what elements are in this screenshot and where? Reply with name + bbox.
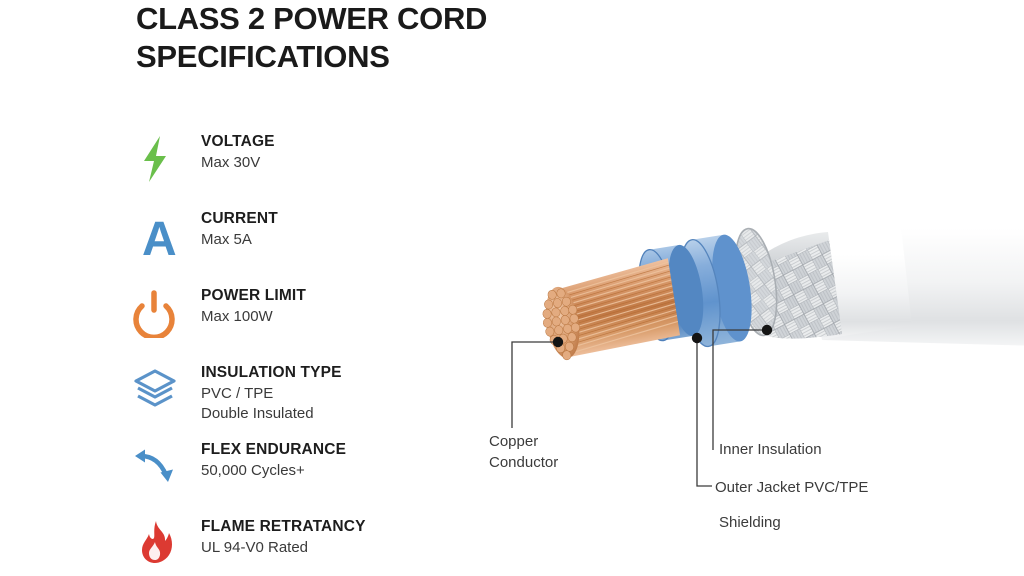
spec-value: 50,000 Cycles+ xyxy=(201,461,305,479)
spec-item-current: A CURRENT Max 5A xyxy=(132,207,492,284)
callout-label-shielding: Shielding xyxy=(719,514,781,531)
spec-text-insulation-type: INSULATION TYPE PVC / TPE Double Insulat… xyxy=(201,363,342,423)
lightning-bolt-icon xyxy=(132,134,186,184)
spec-title: FLEX ENDURANCE xyxy=(201,441,347,458)
spec-text-flame-retratancy: FLAME RETRATANCY UL 94-V0 Rated xyxy=(201,517,366,558)
layers-stack-icon xyxy=(132,365,186,415)
spec-value: Max 100W xyxy=(201,307,273,325)
spec-title: CURRENT xyxy=(201,210,278,227)
flex-bidirectional-arrow-icon xyxy=(132,442,186,492)
callout-label-outer-jacket: Outer Jacket PVC/TPE xyxy=(715,479,869,496)
ampere-letter-a-icon: A xyxy=(132,211,186,261)
callout-label-inner-insulation: Inner Insulation xyxy=(719,441,822,458)
spec-title: VOLTAGE xyxy=(201,133,275,150)
spec-text-voltage: VOLTAGE Max 30V xyxy=(201,132,275,173)
spec-text-current: CURRENT Max 5A xyxy=(201,209,278,250)
spec-title: FLAME RETRATANCY xyxy=(201,518,366,535)
spec-value: Max 30V xyxy=(201,153,261,171)
spec-title: POWER LIMIT xyxy=(201,287,306,304)
spec-title: INSULATION TYPE xyxy=(201,364,342,381)
svg-text:A: A xyxy=(142,213,177,261)
spec-value: UL 94-V0 Rated xyxy=(201,538,309,556)
spec-value: Max 5A xyxy=(201,230,252,248)
specifications-list: VOLTAGE Max 30V A CURRENT Max 5A xyxy=(132,130,492,576)
page-title: CLASS 2 POWER CORD SPECIFICATIONS xyxy=(136,1,488,74)
cable-cutaway-illustration xyxy=(480,150,1024,420)
flame-icon xyxy=(132,519,186,569)
power-button-icon xyxy=(132,288,186,338)
spec-text-flex-endurance: FLEX ENDURANCE 50,000 Cycles+ xyxy=(201,440,346,481)
spec-item-flex-endurance: FLEX ENDURANCE 50,000 Cycles+ xyxy=(132,438,492,515)
callout-label-copper-conductor: Copper Conductor xyxy=(489,433,559,471)
spec-item-voltage: VOLTAGE Max 30V xyxy=(132,130,492,207)
spec-text-power-limit: POWER LIMIT Max 100W xyxy=(201,286,306,327)
spec-item-power-limit: POWER LIMIT Max 100W xyxy=(132,284,492,361)
spec-value: PVC / TPE Double Insulated xyxy=(201,384,314,422)
spec-item-insulation-type: INSULATION TYPE PVC / TPE Double Insulat… xyxy=(132,361,492,438)
spec-item-flame-retratancy: FLAME RETRATANCY UL 94-V0 Rated xyxy=(132,515,492,576)
